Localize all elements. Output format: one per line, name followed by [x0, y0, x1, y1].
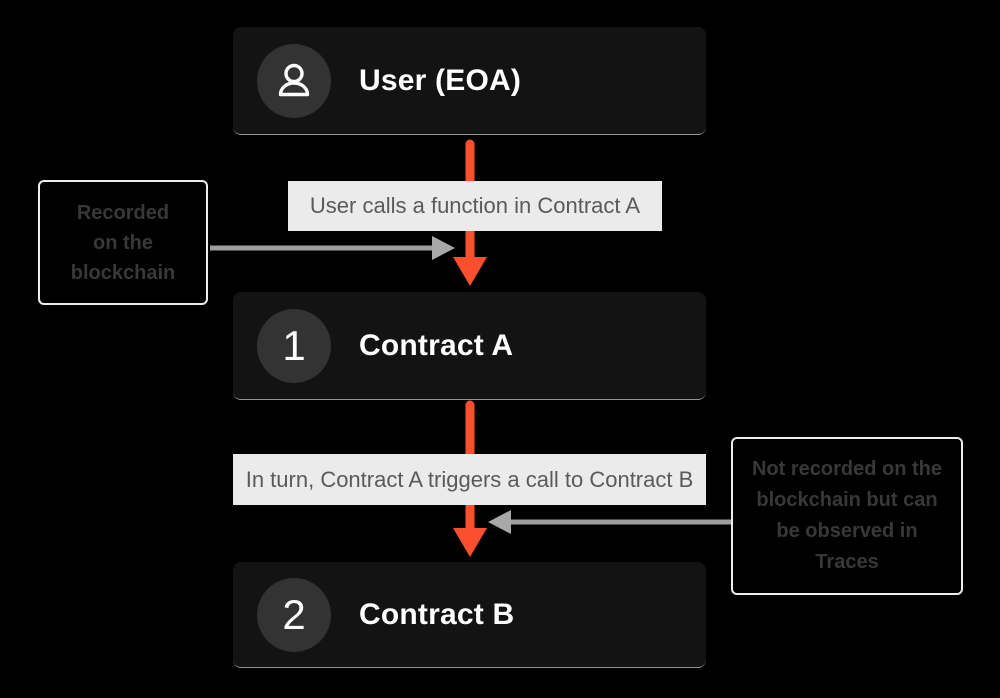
annotation-not-recorded-traces: Not recorded on the blockchain but can b…	[731, 437, 963, 595]
node-user-eoa: User (EOA)	[233, 27, 706, 135]
node-title-contract-a: Contract A	[359, 328, 514, 362]
step-number: 2	[282, 590, 306, 638]
flow-label-contract-call: In turn, Contract A triggers a call to C…	[233, 454, 706, 505]
node-title-contract-b: Contract B	[359, 597, 515, 631]
node-contract-a: 1 Contract A	[233, 292, 706, 400]
gray-arrow-left-icon	[488, 510, 733, 534]
step-number: 1	[282, 321, 306, 369]
person-icon	[278, 63, 310, 96]
step-badge-2: 2	[257, 577, 331, 652]
step-badge-1: 1	[257, 308, 331, 383]
flow-label-user-call: User calls a function in Contract A	[288, 181, 662, 231]
annotation-recorded-on-chain: Recorded on the blockchain	[38, 180, 208, 305]
user-avatar	[257, 43, 331, 118]
node-title-user: User (EOA)	[359, 63, 522, 97]
node-contract-b: 2 Contract B	[233, 562, 706, 668]
gray-arrow-right-icon	[210, 236, 455, 260]
